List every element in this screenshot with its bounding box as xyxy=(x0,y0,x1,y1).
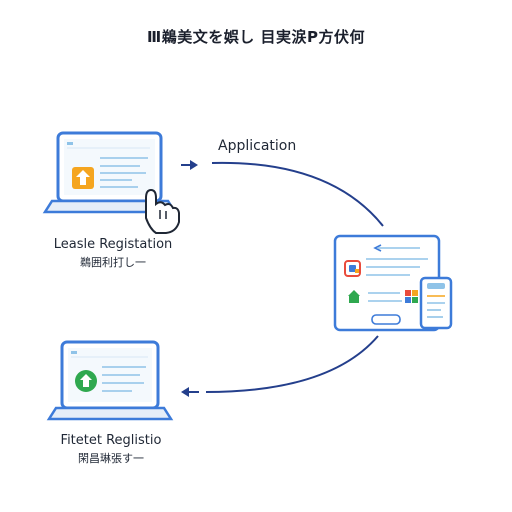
top-laptop-caption-text: Leasle Registation xyxy=(53,237,173,252)
green-house-small-icon xyxy=(348,290,360,303)
flow-label-application: Application xyxy=(218,138,297,154)
arrow-left-icon xyxy=(181,387,199,397)
top-screen-lines xyxy=(100,157,148,188)
page-title: Ⅲ鵜美文を娯し 目実涙P方伏何 xyxy=(147,28,365,46)
back-arrow-icon xyxy=(373,244,382,252)
multicolor-app-icon xyxy=(344,260,361,277)
bottom-laptop-subcaption: 閑昌琳張す一 xyxy=(78,452,144,465)
phone-icon xyxy=(419,276,453,330)
bottom-laptop-caption: Fitetet Reglistio 閑昌琳張す一 xyxy=(36,432,186,468)
arrow-right-icon xyxy=(181,160,198,170)
green-house-icon xyxy=(75,370,97,392)
color-chip-grid-icon xyxy=(405,290,418,303)
bottom-flow-curve xyxy=(205,335,379,393)
bottom-laptop-icon xyxy=(46,340,174,421)
top-flow-curve xyxy=(211,161,384,227)
hand-cursor-icon xyxy=(145,188,180,234)
bottom-screen-lines xyxy=(102,366,146,392)
top-laptop-subcaption: 鵜囲利打し一 xyxy=(80,256,146,269)
bottom-laptop-caption-text: Fitetet Reglistio xyxy=(60,433,162,448)
top-laptop-caption: Leasle Registation 鵜囲利打し一 xyxy=(38,236,188,272)
house-icon xyxy=(72,167,94,189)
